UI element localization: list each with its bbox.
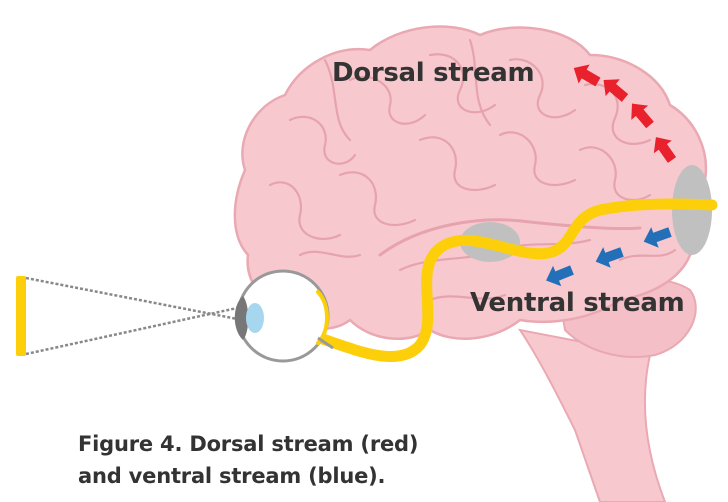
object-bar-icon — [16, 276, 26, 356]
dorsal-stream-label: Dorsal stream — [332, 58, 534, 88]
ventral-stream-label: Ventral stream — [470, 288, 684, 318]
figure-caption: Figure 4. Dorsal stream (red) and ventra… — [78, 428, 418, 492]
caption-line-2: and ventral stream (blue). — [78, 460, 418, 492]
caption-line-1: Figure 4. Dorsal stream (red) — [78, 428, 418, 460]
